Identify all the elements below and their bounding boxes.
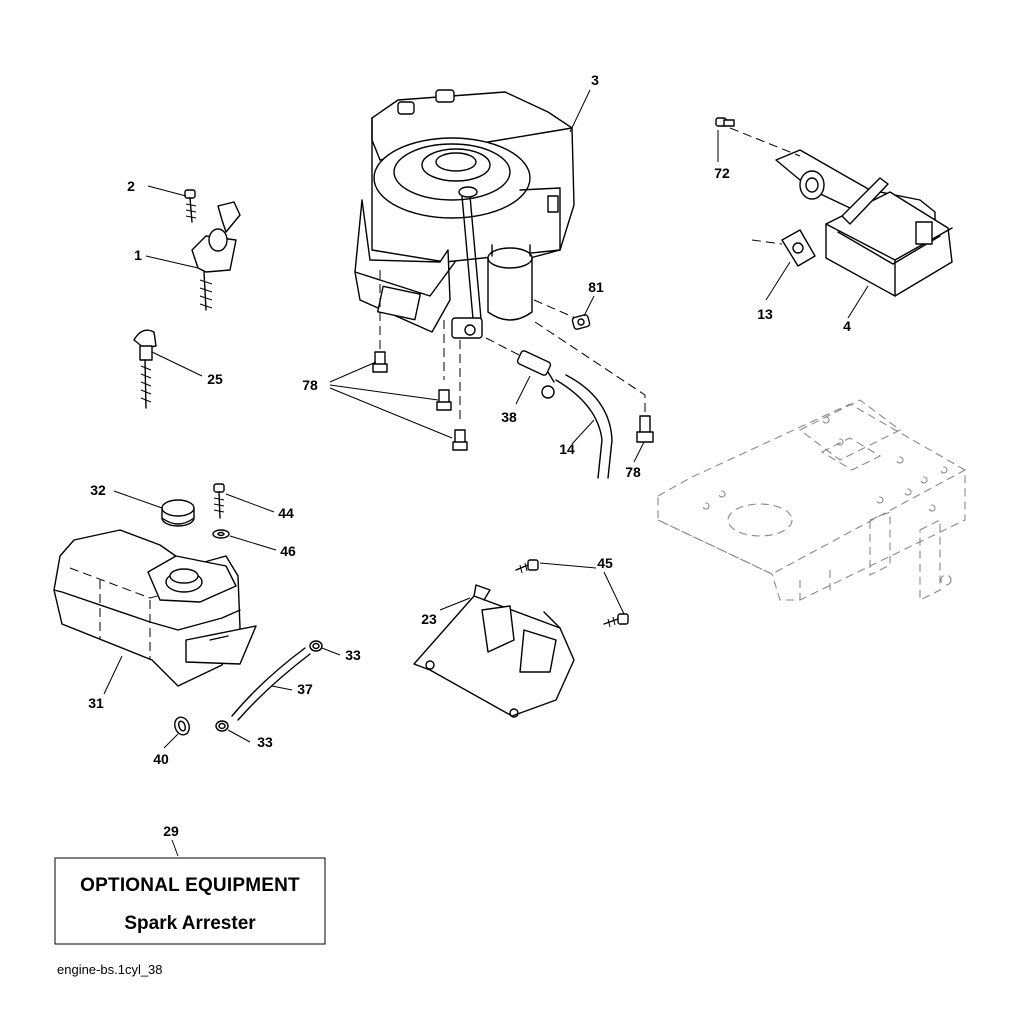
callout-2: 2 [127, 178, 135, 194]
washer-46 [212, 529, 230, 539]
screw-72 [715, 117, 735, 127]
callout-72: 72 [714, 165, 730, 181]
callout-78-a: 78 [302, 377, 318, 393]
optional-equipment-subtitle: Spark Arrester [124, 913, 256, 934]
optional-equipment-box: OPTIONAL EQUIPMENT Spark Arrester [54, 857, 326, 945]
bolt-78-a [372, 351, 388, 373]
bolt-78-b [436, 389, 452, 411]
muffler-part [775, 149, 953, 297]
optional-equipment-title: OPTIONAL EQUIPMENT [80, 875, 300, 896]
drain-hose-14 [555, 379, 603, 479]
callout-33-a: 33 [345, 647, 361, 663]
dipstick-25 [133, 329, 157, 409]
engine-part [354, 89, 575, 339]
heat-shield-23 [413, 584, 575, 718]
callout-45: 45 [597, 555, 613, 571]
callout-37: 37 [297, 681, 313, 697]
callout-3: 3 [591, 72, 599, 88]
callout-44: 44 [278, 505, 294, 521]
callout-33-b: 33 [257, 734, 273, 750]
callout-13: 13 [757, 306, 773, 322]
callout-81: 81 [588, 279, 604, 295]
throttle-control-1 [191, 201, 241, 311]
callout-1: 1 [134, 247, 142, 263]
callout-14: 14 [559, 441, 575, 457]
callout-46: 46 [280, 543, 296, 559]
bolt-78-c [452, 429, 468, 451]
clamp-33-a [309, 640, 323, 652]
callout-25: 25 [207, 371, 223, 387]
callout-31: 31 [88, 695, 104, 711]
callout-40: 40 [153, 751, 169, 767]
fuel-tank-31 [53, 529, 257, 687]
screw-2 [184, 189, 197, 223]
screw-45-a [515, 559, 539, 574]
clamp-33-b [215, 720, 229, 732]
callout-38: 38 [501, 409, 517, 425]
fuel-line-37 [231, 647, 306, 717]
frame-phantom [657, 399, 966, 601]
screw-44 [213, 483, 225, 519]
callout-23: 23 [421, 611, 437, 627]
gasket-13 [781, 229, 816, 267]
fuel-cap-32 [161, 499, 195, 527]
callout-4: 4 [843, 318, 851, 334]
nut-81 [571, 314, 591, 330]
drain-valve-38 [516, 350, 555, 399]
callout-32: 32 [90, 482, 106, 498]
bolt-78-d [636, 415, 654, 443]
diagram-caption: engine-bs.1cyl_38 [57, 962, 163, 977]
screw-45-b [603, 613, 629, 628]
callout-78-b: 78 [625, 464, 641, 480]
fuel-filter-40 [174, 716, 190, 736]
callout-29: 29 [163, 823, 179, 839]
